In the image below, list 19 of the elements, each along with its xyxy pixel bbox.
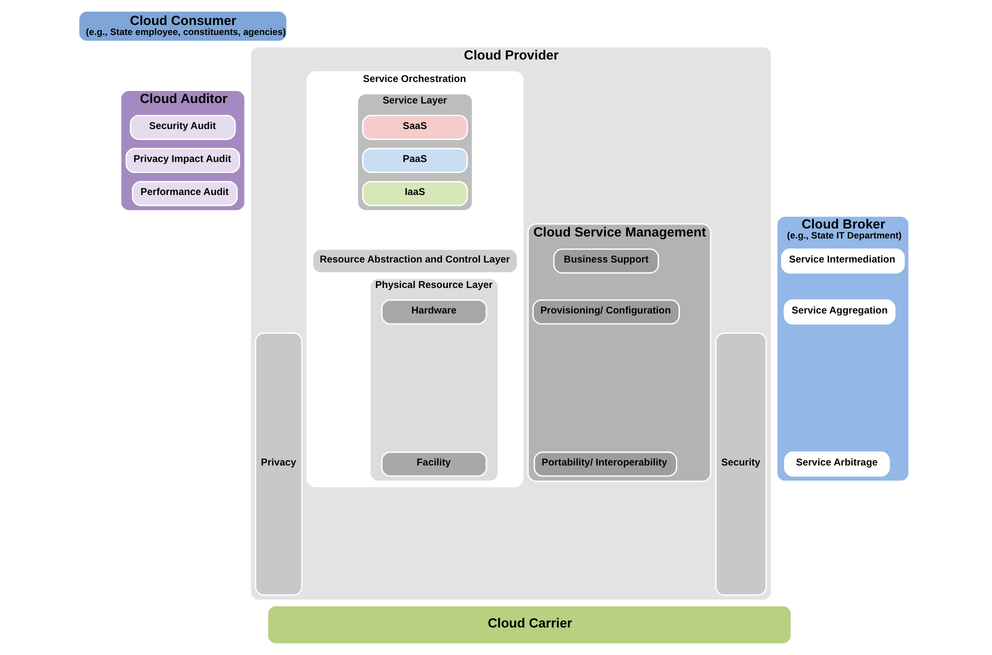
node-box: SaaS [362,114,468,140]
node-box: Resource Abstraction and Control Layer [311,248,518,274]
node-box: Security [714,332,766,596]
node-box: Business Support [552,248,659,274]
node-box: Service Intermediation [780,248,904,274]
node-box: Portability/ Interoperability [533,452,677,477]
node-box: Privacy [254,332,302,596]
node-box: Cloud Consumer (e.g., State employee, constituents, agencies) [77,10,288,42]
node-box: Facility [380,452,487,477]
node-box: Provisioning/ Configuration [532,299,680,325]
node-box: IaaS [362,181,468,206]
node-box: Performance Audit [131,181,238,206]
node-box: Privacy Impact Audit [125,148,240,174]
node-box: Service Aggregation [783,299,895,325]
node-box: Service Arbitrage [784,452,890,477]
node-box: Security Audit [129,114,236,140]
node-box: Cloud Carrier [266,604,792,645]
node-box: Hardware [380,299,487,325]
node-box: PaaS [362,148,468,174]
